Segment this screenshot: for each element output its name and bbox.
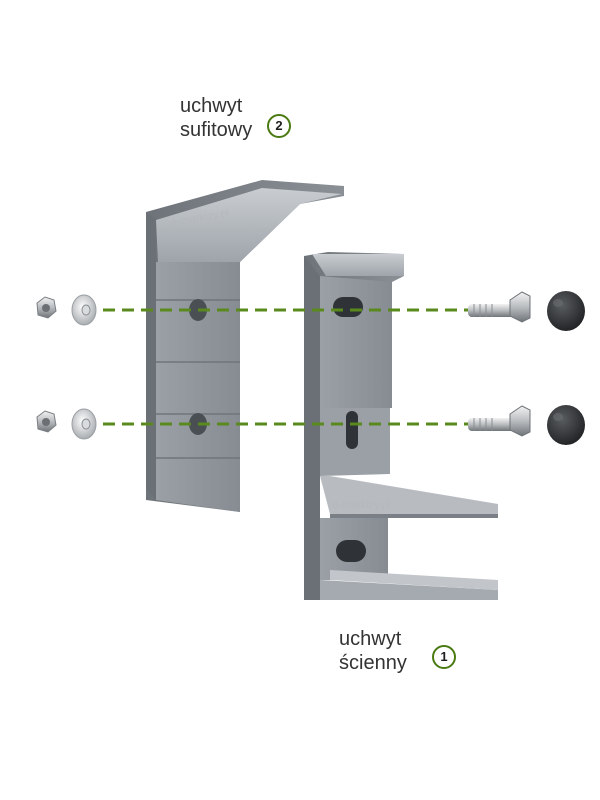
nut-top	[36, 296, 57, 319]
wall-label-line1: uchwyt	[339, 628, 402, 650]
nut-bottom	[36, 410, 57, 433]
bolt-bottom	[468, 405, 531, 437]
ceiling-bracket-label: uchwyt sufitowy	[180, 94, 252, 142]
number-badge-1: 1	[432, 645, 456, 669]
wall-label-line2: ścienny	[339, 652, 407, 674]
washer-bottom	[71, 408, 97, 440]
washer-top	[71, 294, 97, 326]
bolt-top	[468, 291, 531, 323]
number-badge-2: 2	[267, 114, 291, 138]
ceiling-label-line1: uchwyt	[180, 95, 243, 117]
wall-bracket-label: uchwyt ścienny	[339, 627, 407, 675]
ceiling-label-line2: sufitowy	[180, 119, 253, 141]
cap-bottom	[547, 405, 585, 445]
watermark-wall: e-markizy.pl	[332, 499, 390, 511]
cap-top	[547, 291, 585, 331]
